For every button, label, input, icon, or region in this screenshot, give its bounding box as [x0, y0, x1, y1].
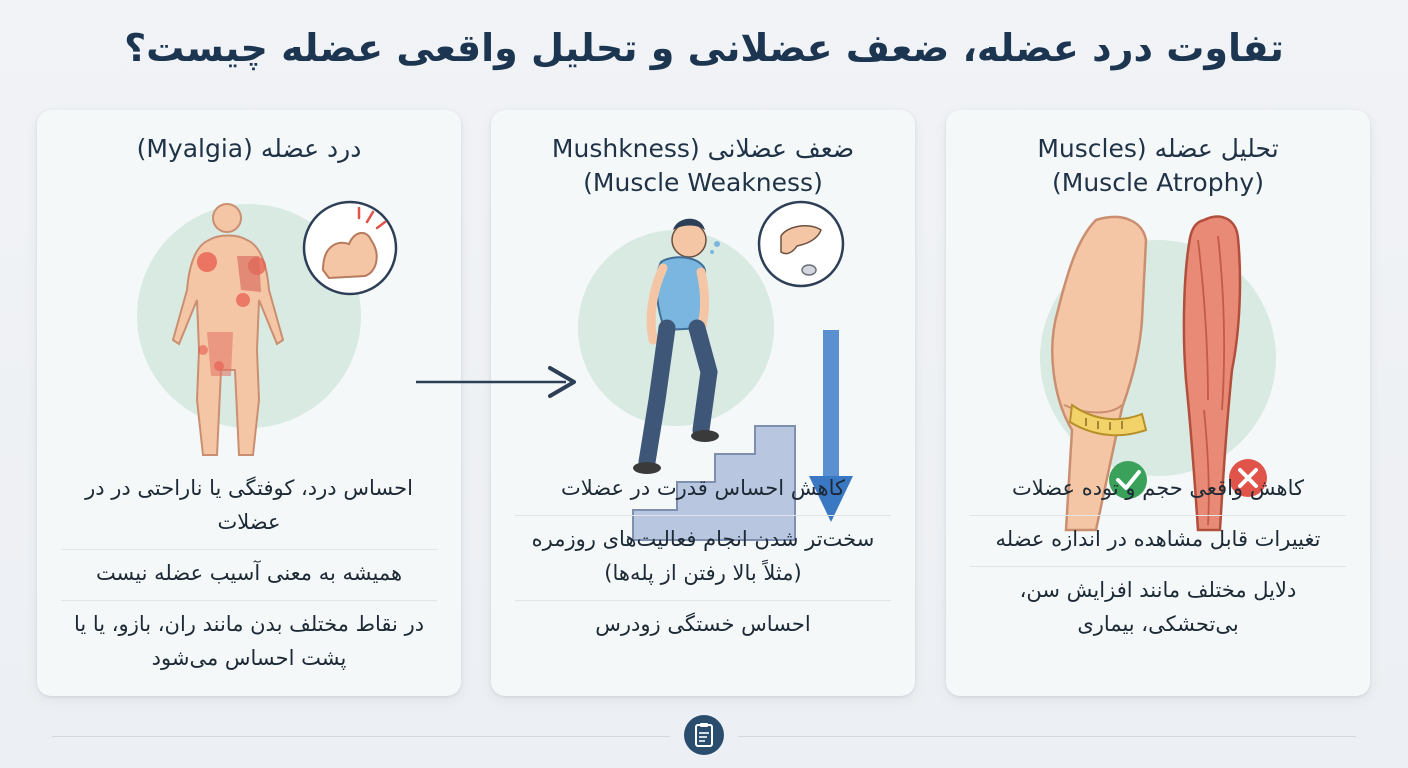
measuring-tape-icon — [1068, 403, 1148, 437]
atrophied-arm — [1182, 215, 1242, 532]
flexed-bicep-icon — [302, 200, 398, 296]
list-item: کاهش واقعی حجم و توده عضلات — [970, 465, 1346, 516]
list-item: دلایل مختلف مانند افزایش سن، بی‌تحشکی، ب… — [1019, 578, 1297, 636]
card-muscle-atrophy: تحلیل عضله (Muscles (Muscle Atrophy) — [946, 110, 1370, 696]
check-icon — [1109, 461, 1147, 499]
list-item: احساس خستگی زودرس — [595, 612, 811, 636]
human-body — [171, 203, 285, 456]
atrophy-illustration — [1040, 215, 1276, 532]
card-title-line: (Muscle Weakness) — [583, 168, 823, 197]
footer-divider — [52, 736, 670, 737]
myalgia-illustration — [137, 200, 398, 456]
arrow-right-icon — [416, 366, 576, 398]
page-title: تفاوت درد عضله، ضعف عضلانی و تحلیل واقعی… — [124, 26, 1284, 70]
healthy-arm — [1051, 215, 1148, 532]
card-title-line: ضعف عضلانی (Mushkness — [551, 134, 855, 163]
list-item: احساس درد، کوفتگی یا ناراحتی در در عضلات — [61, 465, 437, 550]
clipboard-icon — [684, 715, 724, 755]
card-items: کاهش احساس قدرت در عضلات سخت‌تر شدن انجا… — [515, 465, 891, 651]
cross-icon — [1229, 459, 1267, 497]
card-title-line: (Muscle Atrophy) — [1052, 168, 1264, 197]
card-title-line: درد عضله (Myalgia) — [136, 134, 362, 163]
tired-person — [633, 218, 720, 474]
footer-divider — [738, 736, 1356, 737]
list-item: همیشه به معنی آسیب عضله نیست — [61, 550, 437, 601]
card-myalgia: درد عضله (Myalgia) احساس درد، کوفتگی یا … — [37, 110, 461, 696]
arrow-down-icon — [809, 330, 853, 522]
card-muscle-weakness: ضعف عضلانی (Mushkness (Muscle Weakness) — [491, 110, 915, 696]
card-title: تحلیل عضله (Muscles (Muscle Atrophy) — [956, 132, 1360, 200]
card-items: احساس درد، کوفتگی یا ناراحتی در در عضلات… — [61, 465, 437, 685]
list-item: تغییرات قابل مشاهده در اندازه عضله — [970, 516, 1346, 567]
card-title: درد عضله (Myalgia) — [47, 132, 451, 166]
stairs — [632, 425, 796, 541]
list-item: سخت‌تر شدن انجام فعالیت‌های روزمره (مثلا… — [515, 516, 891, 601]
list-item: کاهش احساس قدرت در عضلات — [515, 465, 891, 516]
card-title-line: تحلیل عضله (Muscles — [1037, 134, 1279, 163]
card-items: کاهش واقعی حجم و توده عضلات تغییرات قابل… — [970, 465, 1346, 651]
card-title: ضعف عضلانی (Mushkness (Muscle Weakness) — [501, 132, 905, 200]
dropping-object-icon — [757, 200, 845, 288]
weakness-illustration — [578, 200, 853, 541]
list-item: در نقاط مختلف بدن مانند ران، بازو، یا یا… — [73, 612, 425, 670]
